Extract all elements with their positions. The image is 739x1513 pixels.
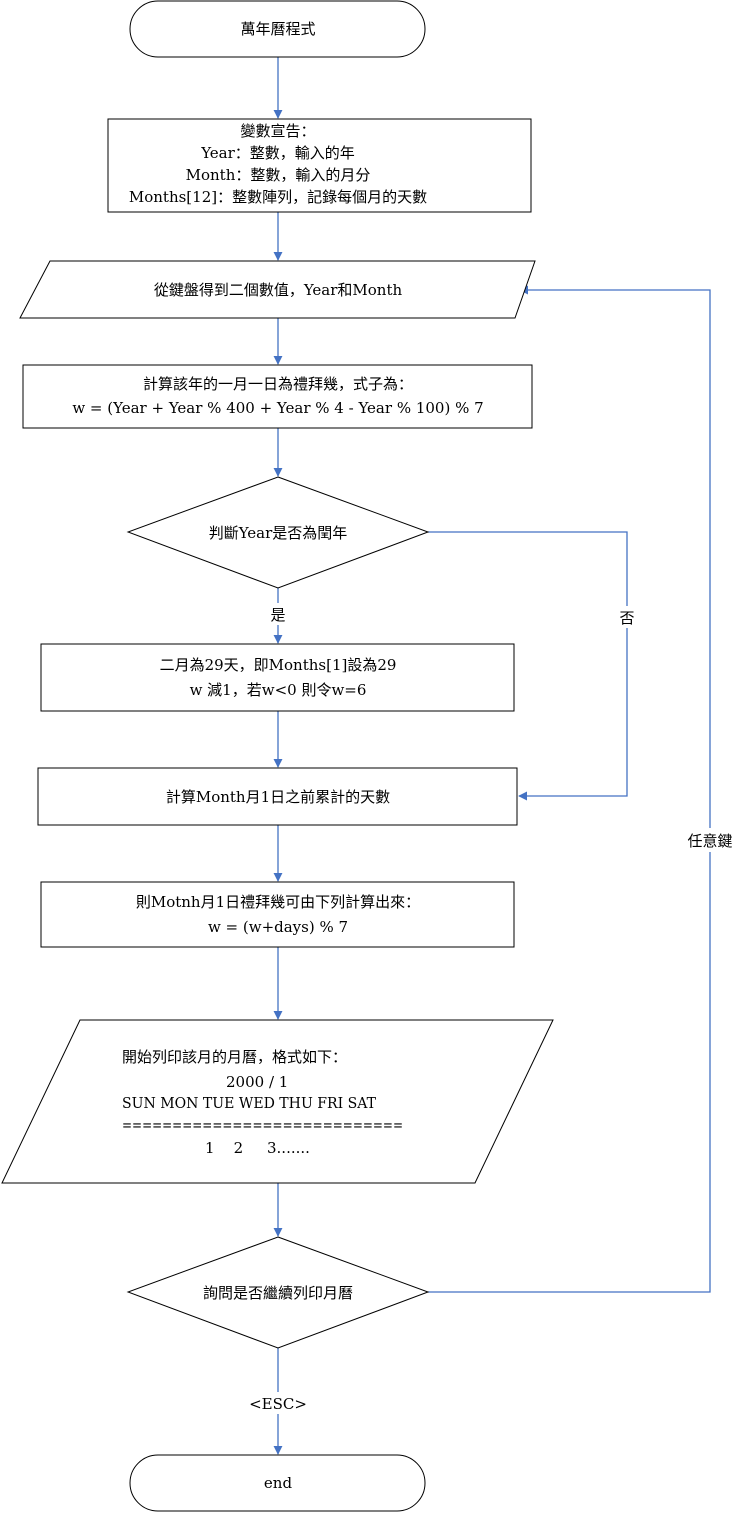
edge-continue-any-key	[428, 285, 711, 1293]
edge-labels: 是 否 任意鍵 <ESC>	[248, 603, 739, 1414]
print-line-5: 1 2 3.......	[205, 1139, 310, 1157]
month-weekday-process: 則Motnh月1日禮拜幾可由下列計算出來： w = (w+days) % 7	[40, 881, 515, 948]
print-line-4: ============================	[122, 1116, 403, 1134]
print-line-3: SUN MON TUE WED THU FRI SAT	[122, 1094, 376, 1112]
yes-label: 是	[270, 606, 285, 624]
declare-line-4: Months[12]：整數陣列，記錄每個月的天數	[129, 188, 427, 206]
declare-line-3: Month：整數，輸入的月分	[186, 166, 371, 184]
any-key-label: 任意鍵	[687, 832, 732, 850]
days-before-process: 計算Month月1日之前累計的天數	[37, 767, 518, 826]
end-label: end	[264, 1474, 293, 1492]
leap-yes-line-2: w 減1，若w<0 則令w=6	[190, 681, 367, 699]
leap-yes-process: 二月為29天，即Months[1]設為29 w 減1，若w<0 則令w=6	[40, 643, 515, 712]
edge-leap-no	[428, 531, 628, 801]
days-before-label: 計算Month月1日之前累計的天數	[166, 788, 390, 806]
print-line-1: 開始列印該月的月曆，格式如下：	[122, 1048, 347, 1066]
declare-line-1: 變數宣告：	[240, 122, 315, 140]
leap-label: 判斷Year是否為閏年	[209, 524, 348, 542]
continue-decision: 詢問是否繼續列印月曆	[126, 1236, 430, 1349]
input-data: 從鍵盤得到二個數值，Year和Month	[19, 260, 536, 319]
print-output: 開始列印該月的月曆，格式如下： 2000 / 1 SUN MON TUE WED…	[1, 1019, 554, 1184]
declare-process: 變數宣告： Year：整數，輸入的年 Month：整數，輸入的月分 Months…	[107, 118, 532, 213]
leap-yes-line-1: 二月為29天，即Months[1]設為29	[160, 656, 397, 674]
start-label: 萬年曆程式	[240, 20, 315, 38]
month-weekday-line-1: 則Motnh月1日禮拜幾可由下列計算出來：	[136, 893, 420, 911]
month-weekday-line-2: w = (w+days) % 7	[208, 918, 348, 936]
continue-label: 詢問是否繼續列印月曆	[203, 1284, 353, 1302]
print-line-2: 2000 / 1	[226, 1073, 288, 1091]
weekday-process: 計算該年的一月一日為禮拜幾，式子為： w = (Year + Year % 40…	[22, 364, 533, 429]
end-terminator: end	[129, 1454, 426, 1512]
weekday-line-2: w = (Year + Year % 400 + Year % 4 - Year…	[72, 399, 483, 417]
declare-line-2: Year：整數，輸入的年	[200, 144, 355, 162]
input-label: 從鍵盤得到二個數值，Year和Month	[154, 281, 403, 299]
esc-label: <ESC>	[249, 1395, 307, 1413]
weekday-line-1: 計算該年的一月一日為禮拜幾，式子為：	[143, 375, 413, 393]
start-terminator: 萬年曆程式	[129, 0, 426, 58]
no-label: 否	[619, 609, 634, 627]
leap-decision: 判斷Year是否為閏年	[126, 476, 430, 589]
